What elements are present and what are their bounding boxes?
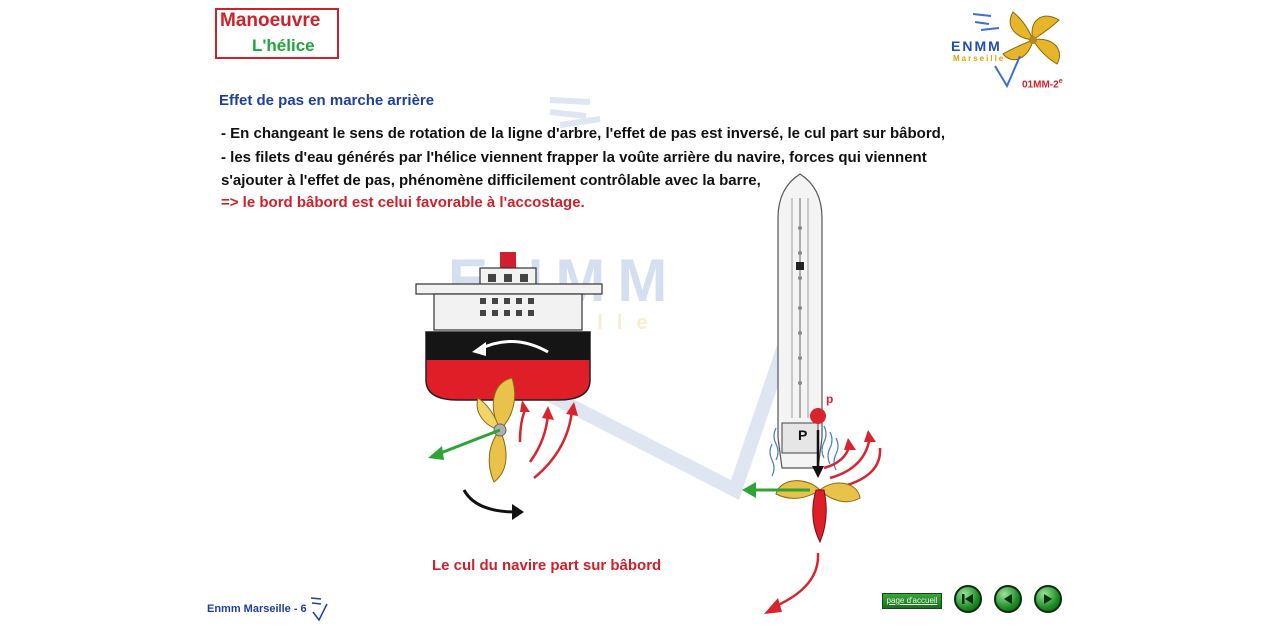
footer-label: Enmm Marseille - 6 [207,603,307,615]
water-flow-lines [769,425,839,477]
previous-page-button[interactable] [994,585,1022,613]
page-subtitle: L'hélice [252,36,315,55]
section-heading: Effet de pas en marche arrière [219,92,435,109]
first-page-button[interactable] [954,585,982,613]
label-large-p: P [798,427,807,443]
label-small-p: p [826,392,833,406]
page-title: Manoeuvre [220,10,321,31]
next-page-button[interactable] [1034,585,1062,613]
skip-to-first-icon [962,594,973,604]
conclusion-text: => le bord bâbord est celui favorable à … [221,194,585,211]
propeller-icon [476,377,516,483]
rear-view-ship-diagram [415,252,603,520]
arrow-right-icon [1044,594,1052,604]
pivot-point-marker [810,408,826,424]
text-line-2: - les filets d'eau générés par l'hélice … [221,149,927,166]
top-view-propeller-icon [775,480,861,503]
stern-swing-arrow [775,552,820,608]
slide-code: 01MM-2e [1022,78,1063,91]
force-arrow-green [437,428,501,456]
diagram-caption: Le cul du navire part sur bâbord [432,557,662,574]
rudder-shape [812,489,827,544]
title-box [215,8,339,59]
top-view-ship-diagram: p P [742,173,882,614]
arrow-left-icon [1004,594,1012,604]
footer-logo-icon [310,597,328,622]
funnel-shape [500,252,516,272]
home-button[interactable]: page d'accueil [882,593,942,609]
enmm-logo-icon [972,11,1060,89]
text-line-1: - En changeant le sens de rotation de la… [221,125,945,142]
text-line-3: s'ajouter à l'effet de pas, phénomène di… [221,172,761,189]
rotation-arrow [462,489,517,514]
logo-text: ENMM [951,38,1002,54]
logo-subtext: Marseille [953,54,1006,63]
